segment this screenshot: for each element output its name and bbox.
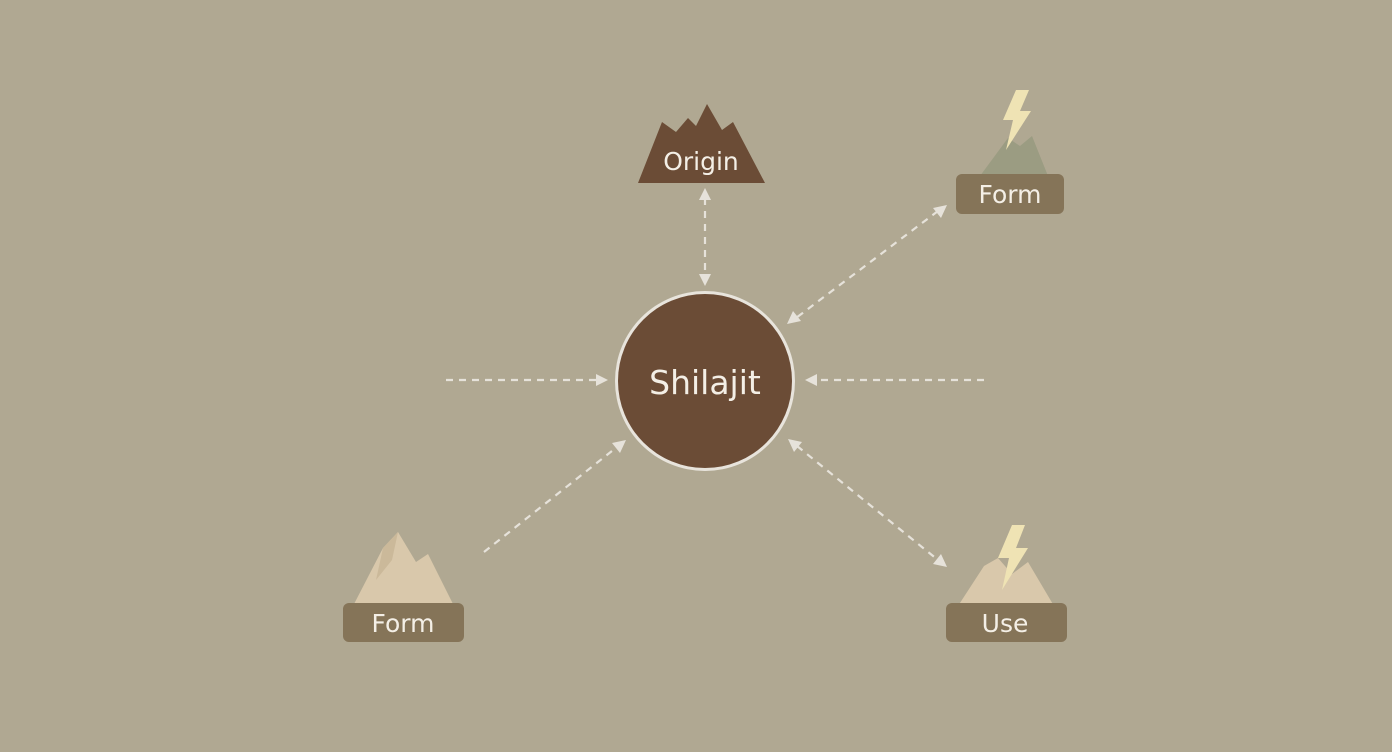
center-circle	[618, 294, 792, 468]
connector-right	[805, 374, 984, 386]
node-form-bottom-left: Form	[343, 532, 464, 642]
mountain-icon	[980, 136, 1048, 176]
center-label: Shilajit	[649, 363, 761, 402]
mountain-icon	[353, 532, 454, 606]
node-form-top-right-box	[956, 174, 1064, 214]
node-origin-label: Origin	[663, 147, 739, 176]
node-form-bottom-left-label: Form	[372, 609, 435, 638]
node-use: Use	[946, 525, 1067, 642]
node-form-top-right-label: Form	[979, 180, 1042, 209]
lightning-icon	[998, 525, 1028, 590]
node-form-bottom-left-box	[343, 603, 464, 642]
connector-form-top-right	[787, 205, 947, 324]
center-node: Shilajit	[615, 291, 795, 471]
node-use-label: Use	[982, 609, 1029, 638]
mountain-icon	[638, 104, 765, 183]
connector-form-bottom-left	[483, 440, 626, 553]
node-form-top-right: Form	[956, 90, 1064, 214]
connector-use	[788, 439, 947, 567]
connector-left	[446, 374, 608, 386]
mountain-shadow	[376, 532, 398, 580]
connectors	[446, 188, 984, 567]
node-use-box	[946, 603, 1067, 642]
node-origin: Origin	[638, 104, 765, 183]
lightning-icon	[1003, 90, 1031, 150]
connector-origin	[699, 188, 711, 286]
